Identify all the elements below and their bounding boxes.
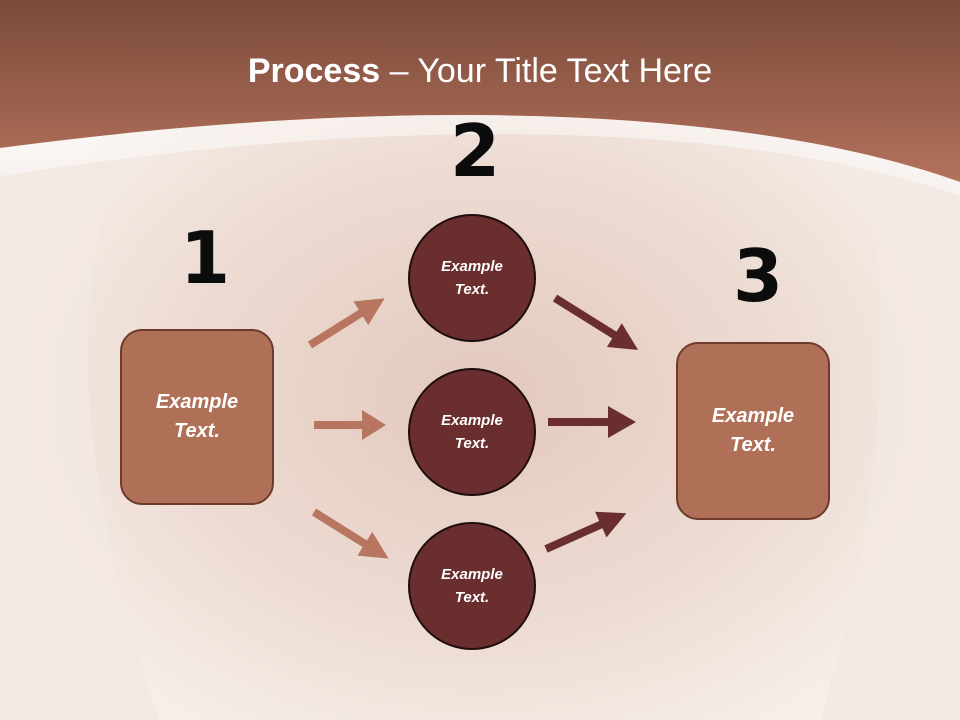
step-number-1: 1	[180, 216, 231, 300]
title-bold: Process	[247, 52, 381, 90]
arrow-out-bottom	[544, 511, 627, 553]
step-number-3: 3	[733, 234, 784, 318]
arrow-out-middle	[548, 406, 636, 438]
arrow-out-top	[552, 294, 639, 350]
arrow-in-top	[307, 298, 385, 349]
arrow-in-bottom	[311, 508, 389, 559]
step-number-2: 2	[450, 109, 501, 193]
step-3-box: Example Text.	[676, 342, 830, 520]
arrow-in-middle	[314, 410, 386, 440]
step-1-box: Example Text.	[120, 329, 274, 505]
step-2-circle-bottom: Example Text.	[408, 522, 536, 650]
step-2-circle-top: Example Text.	[408, 214, 536, 342]
title-rest: – Your Title Text Here	[380, 52, 713, 90]
step-2-circle-middle: Example Text.	[408, 368, 536, 496]
slide-title: Process – Your Title Text Here	[0, 52, 960, 91]
